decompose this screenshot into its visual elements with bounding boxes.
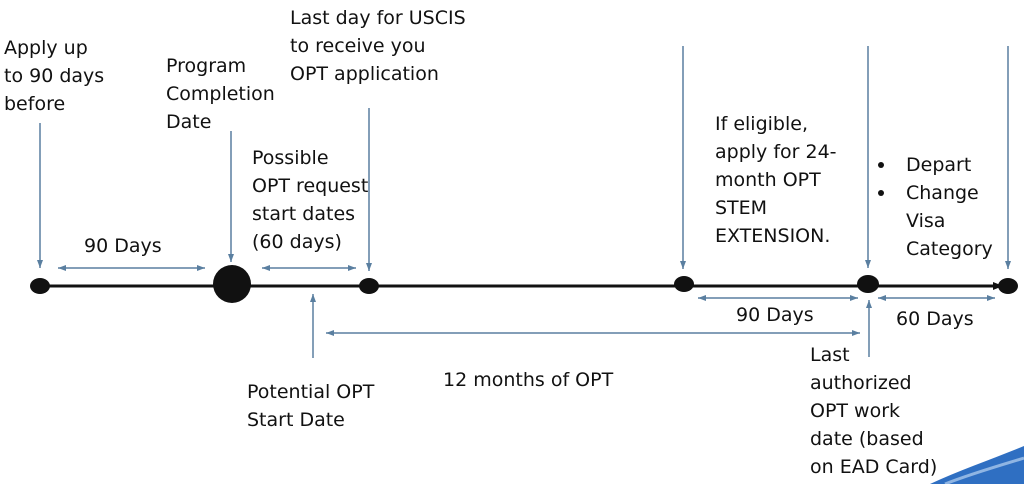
post-opt-options: Depart Change Visa Category [876, 151, 993, 263]
option-depart: Depart [876, 151, 993, 179]
label-potential-opt-start: Potential OPT Start Date [247, 381, 375, 431]
node-uscis-deadline [359, 278, 379, 294]
label-twelve-months: 12 months of OPT [443, 369, 614, 391]
node-stem-apply [674, 276, 694, 292]
label-last-authorized: Last authorized OPT work date (based on … [810, 344, 938, 478]
label-last-day-uscis: Last day for USCIS to receive you OPT ap… [290, 7, 466, 85]
node-program-completion [213, 265, 251, 303]
corner-accent [930, 446, 1024, 484]
corner-accent-light [944, 456, 1024, 484]
label-60-days: 60 Days [896, 308, 974, 330]
label-90-days-left: 90 Days [84, 235, 162, 257]
label-program-completion: Program Completion Date [166, 55, 275, 133]
label-90-days-right: 90 Days [736, 304, 814, 326]
label-stem-extension: If eligible, apply for 24- month OPT STE… [715, 113, 837, 247]
node-last-work-date [857, 275, 879, 293]
label-apply-before: Apply up to 90 days before [4, 37, 105, 115]
option-change-visa: Change Visa Category [876, 179, 993, 263]
label-possible-opt-start: Possible OPT request start dates (60 day… [252, 147, 369, 253]
node-grace-end [998, 278, 1018, 294]
node-apply-start [30, 278, 50, 294]
